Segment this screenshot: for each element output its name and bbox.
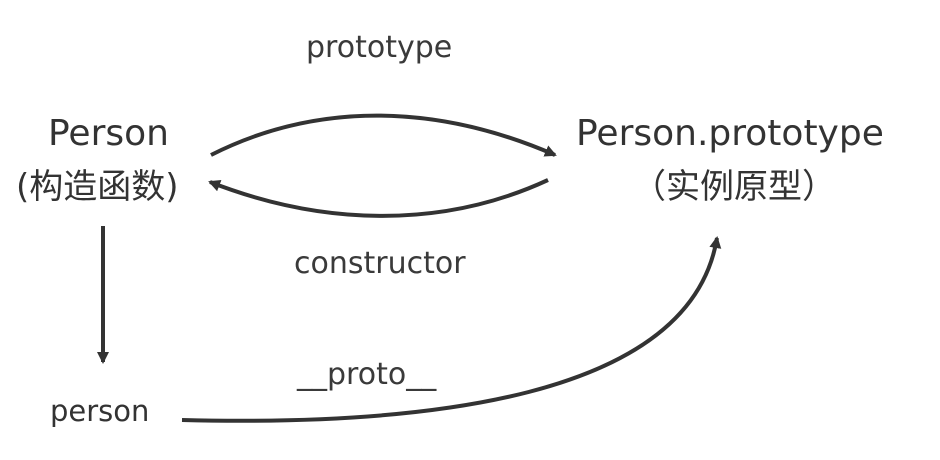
constructor-node-title: Person xyxy=(48,113,169,154)
proto-edge-label: __proto__ xyxy=(297,357,437,392)
constructor-edge-label: constructor xyxy=(294,246,466,281)
instance-node-label: person xyxy=(50,394,150,428)
proto-arrow xyxy=(181,236,722,423)
prototype-arrow xyxy=(210,113,557,157)
constructor-node-subtitle: (构造函数) xyxy=(16,167,179,207)
prototype-node-subtitle: （实例原型） xyxy=(632,167,836,207)
prototype-node-title: Person.prototype xyxy=(576,113,884,154)
prototype-edge-label: prototype xyxy=(306,30,453,65)
constructor-arrow xyxy=(208,178,549,218)
